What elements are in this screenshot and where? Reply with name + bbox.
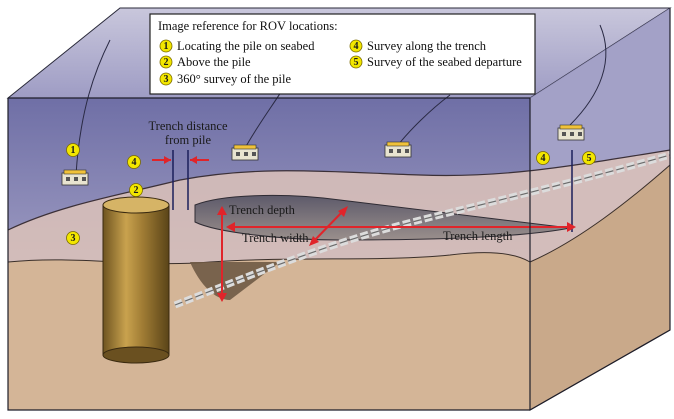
marker-3: 3 [66, 231, 80, 245]
trench-distance-label-line1: Trench distance [148, 119, 227, 133]
trench-depth-label: Trench depth [229, 203, 296, 217]
legend-item-3-label: 360° survey of the pile [177, 72, 291, 86]
marker-4-departure-number: 4 [541, 153, 546, 164]
suction-pile [102, 196, 170, 364]
trench-length-label: Trench length [443, 229, 513, 243]
trench-distance-markers [152, 150, 209, 210]
marker-3-number: 3 [71, 233, 76, 244]
legend-item-3: 3 360° survey of the pile [159, 72, 291, 86]
legend-item-4-label: Survey along the trench [367, 39, 487, 53]
marker-1-number: 1 [71, 145, 76, 156]
rov-3 [384, 141, 412, 158]
legend-item-1: 1 Locating the pile on seabed [159, 39, 315, 53]
seabed-ridge [7, 149, 671, 231]
trench-length-arrow [226, 222, 576, 232]
marker-4-pile-number: 4 [132, 157, 137, 168]
legend-item-4-number: 4 [354, 41, 359, 52]
legend-item-2-number: 2 [164, 57, 169, 68]
legend-item-5-number: 5 [354, 57, 359, 68]
marker-1: 1 [66, 143, 80, 157]
legend: Image reference for ROV locations: 1 Loc… [149, 13, 536, 95]
trench-width-label: Trench width [242, 231, 309, 245]
trench-depth-arrow [217, 206, 227, 302]
legend-item-2-label: Above the pile [177, 55, 251, 69]
box-outline [7, 8, 671, 411]
trench-distance-label-line2: from pile [165, 133, 212, 147]
marker-5: 5 [582, 151, 596, 165]
marker-5-number: 5 [587, 153, 592, 164]
legend-item-1-label: Locating the pile on seabed [177, 39, 315, 53]
marker-2-number: 2 [134, 185, 139, 196]
rov-1 [61, 169, 89, 186]
legend-item-5: 5 Survey of the seabed departure [349, 55, 522, 69]
rov-4 [557, 124, 585, 141]
marker-4-departure: 4 [536, 151, 550, 165]
rov-2 [231, 144, 259, 161]
marker-2: 2 [129, 183, 143, 197]
legend-item-4: 4 Survey along the trench [349, 39, 487, 53]
legend-item-5-label: Survey of the seabed departure [367, 55, 522, 69]
legend-item-2: 2 Above the pile [159, 55, 251, 69]
mooring-chain [173, 151, 671, 309]
seabed-front [7, 252, 531, 411]
legend-item-3-number: 3 [164, 74, 169, 85]
marker-4-pile: 4 [127, 155, 141, 169]
legend-item-1-number: 1 [164, 41, 169, 52]
legend-title: Image reference for ROV locations: [158, 19, 338, 33]
